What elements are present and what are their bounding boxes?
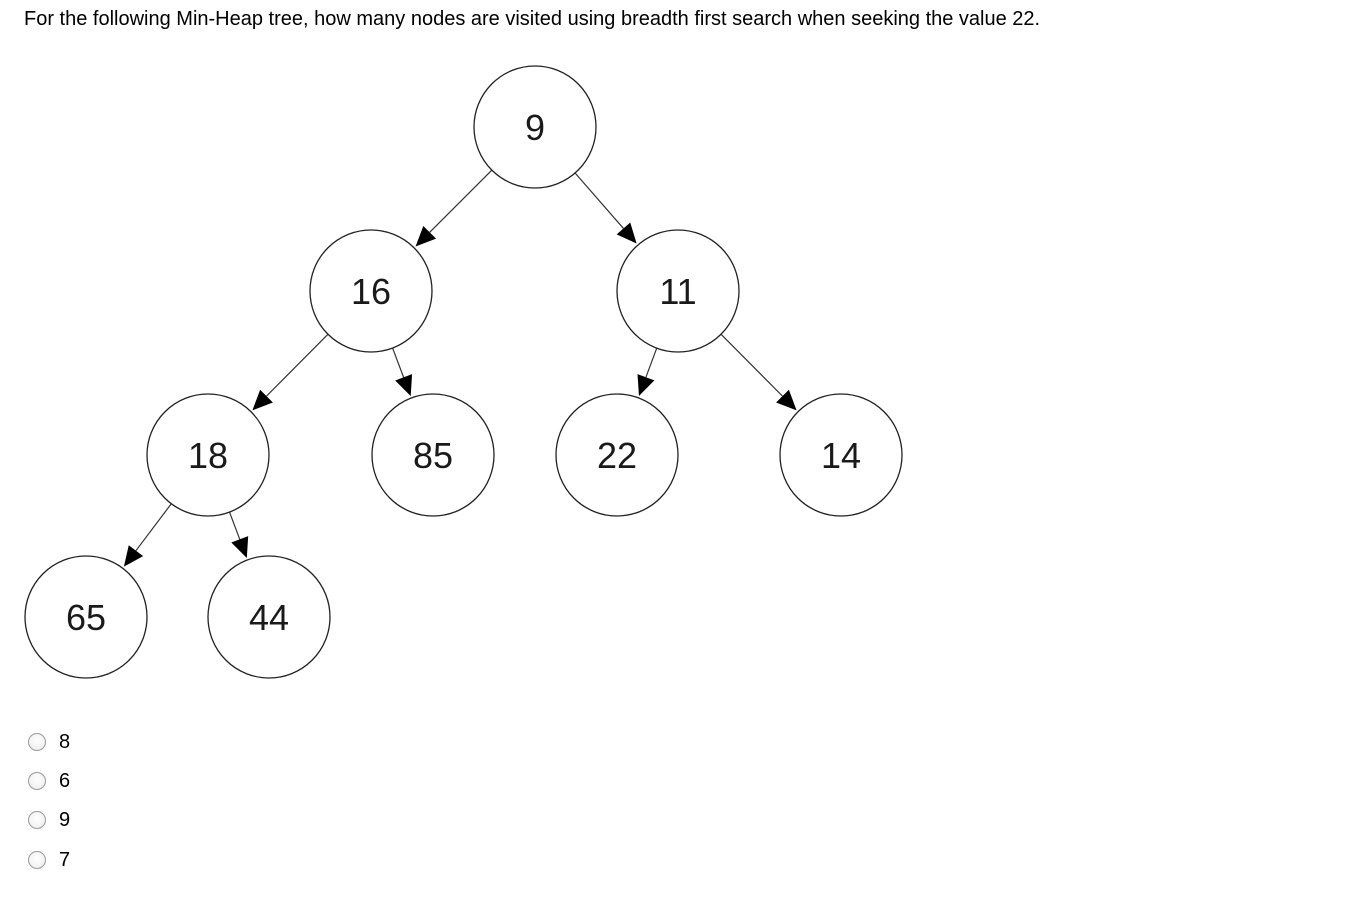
answer-option-label: 9 [59,809,71,831]
node-value: 22 [597,435,637,476]
tree-edge [135,501,173,552]
arrowhead-icon [395,374,413,397]
answer-option[interactable]: 6 [28,769,108,793]
node-value: 44 [249,597,289,638]
tree-node: 11 [616,229,740,353]
min-heap-tree-diagram: 9 16 11 18 85 22 14 65 44 [24,65,903,679]
tree-node: 14 [779,393,903,517]
tree-edge [228,510,241,540]
radio-button[interactable] [28,733,46,751]
tree-node: 18 [146,393,270,517]
node-circle [779,393,903,517]
tree-node: 22 [555,393,679,517]
tree-node: 44 [207,555,331,679]
node-circle [555,393,679,517]
node-value: 85 [413,435,453,476]
question-text: For the following Min-Heap tree, how man… [24,8,1041,30]
node-circle [473,65,597,189]
node-circle [616,229,740,353]
tree-edge [429,168,494,233]
tree-node: 16 [309,229,433,353]
tree-edge [573,171,624,229]
radio-button[interactable] [28,772,46,790]
arrowhead-icon [231,536,249,559]
answer-option[interactable]: 7 [28,848,108,872]
tree-edge [391,345,405,378]
node-value: 9 [525,107,545,148]
node-circle [24,555,148,679]
node-circle [309,229,433,353]
answer-option-label: 7 [59,849,71,871]
tree-node: 9 [473,65,597,189]
node-value: 16 [351,271,391,312]
arrowhead-icon [123,545,144,567]
arrowhead-icon [776,389,797,411]
arrowhead-icon [415,225,437,247]
node-circle [371,393,495,517]
tree-edge [719,332,783,397]
tree-edge [645,346,658,378]
radio-button[interactable] [28,851,46,869]
arrowhead-icon [616,222,637,244]
answer-option[interactable]: 8 [28,730,108,754]
answer-option[interactable]: 9 [28,808,108,832]
radio-button[interactable] [28,811,46,829]
answer-option-label: 6 [59,770,71,792]
node-value: 18 [188,435,228,476]
tree-node: 65 [24,555,148,679]
node-circle [207,555,331,679]
node-circle [146,393,270,517]
arrowhead-icon [637,374,655,396]
tree-node: 85 [371,393,495,517]
node-value: 14 [821,435,861,476]
node-value: 65 [66,597,106,638]
arrowhead-icon [252,389,273,411]
node-value: 11 [659,271,696,312]
answer-option-label: 8 [59,731,71,753]
tree-edge [266,332,330,397]
